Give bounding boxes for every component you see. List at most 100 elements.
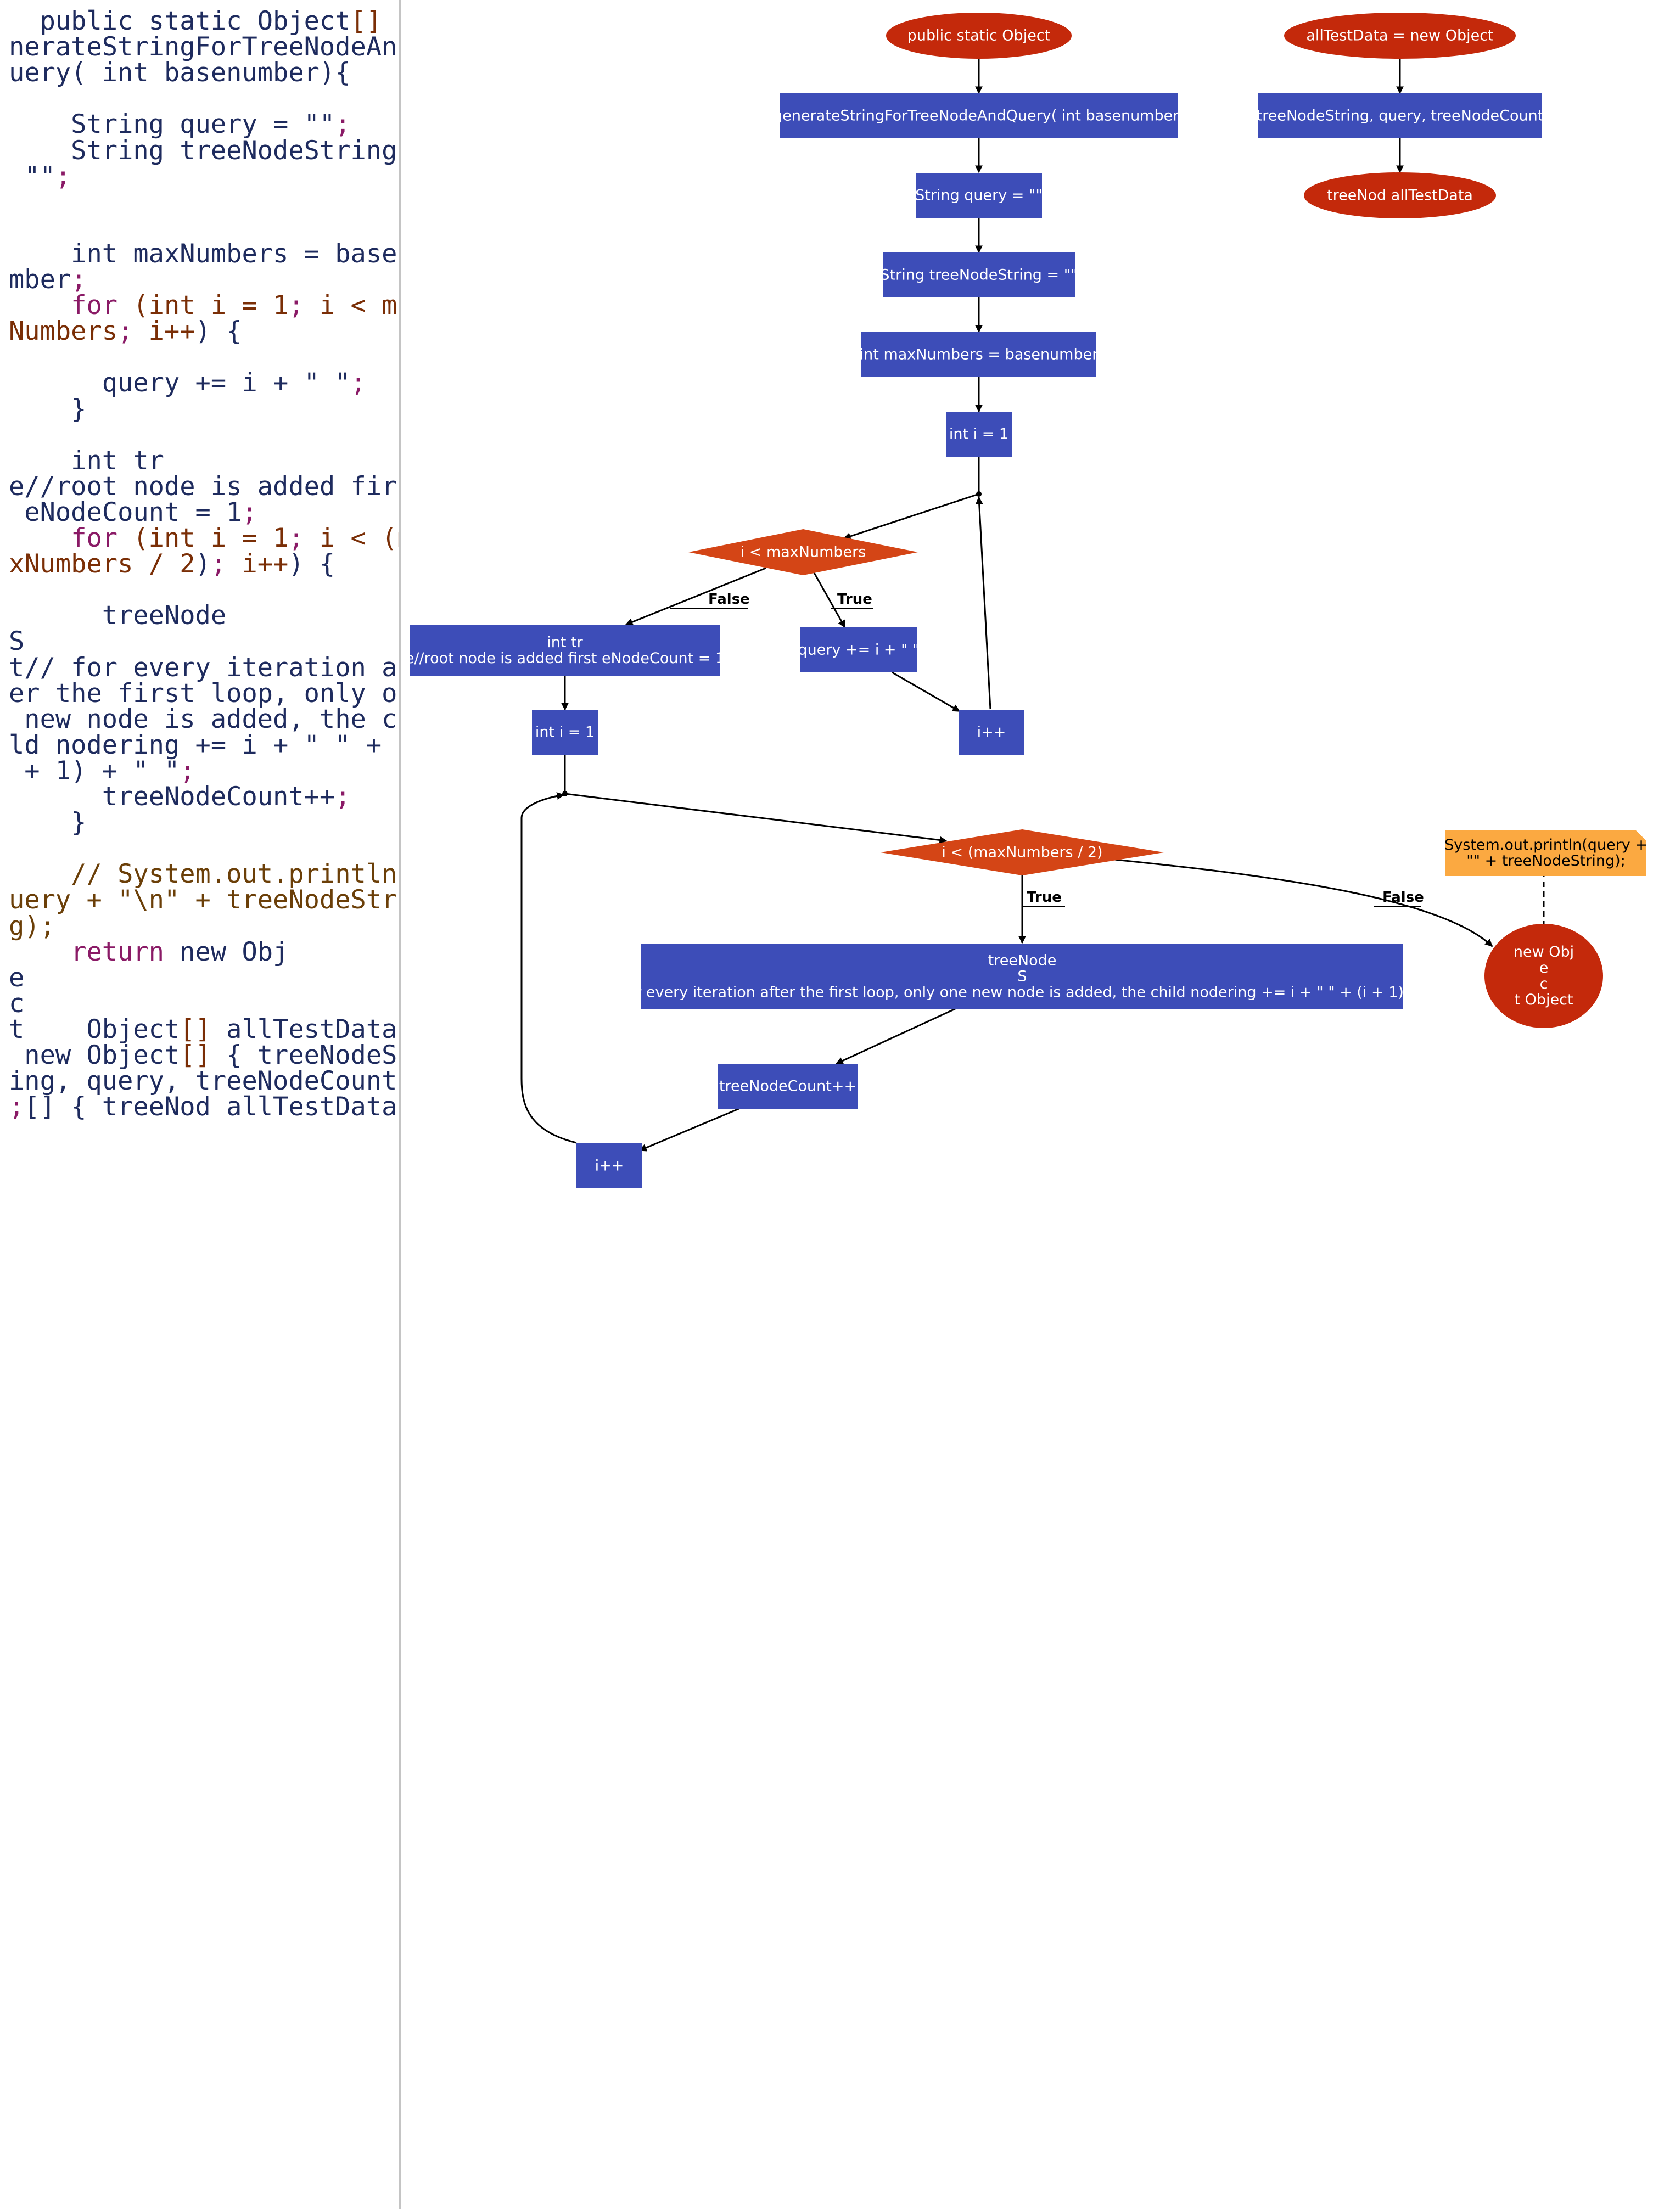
code-token: ) { (195, 316, 242, 347)
code-token: { treeNodeStr (226, 1040, 399, 1070)
code-token: allTestData = (226, 1014, 397, 1045)
flow-node-label: generateStringForTreeNodeAndQuery( int b… (773, 108, 1185, 125)
code-token: query += i + " " (9, 368, 351, 398)
code-token: for (71, 523, 118, 553)
flow-node-label: e//root node is added first eNodeCount =… (405, 650, 725, 667)
code-line: ld nodering += i + " " + (i (9, 732, 399, 758)
flow-node-label: treeNode (988, 952, 1057, 969)
code-token: i < max (319, 290, 399, 321)
flow-node-label: i++ (595, 1158, 624, 1175)
edge-loop1cond-false (625, 567, 766, 626)
code-token: "" (9, 161, 55, 192)
flow-node-shape (883, 252, 1075, 297)
code-line: ing, query, treeNodeCount} (9, 1068, 399, 1094)
code-line: } (9, 396, 86, 422)
edge-label-loop2-true: True (1027, 889, 1062, 906)
code-token: String query = "" (9, 109, 335, 140)
loop1-junction (976, 491, 982, 497)
code-token: new Object (9, 1040, 180, 1070)
flow-node-shape (1258, 93, 1542, 138)
flow-node-loop2-body: treeNodeSt// for every iteration after t… (601, 944, 1444, 1009)
code-line: // System.out.println(q (9, 859, 401, 890)
flow-node-label: t Object (1514, 991, 1573, 1008)
code-token: i < (ma (319, 523, 399, 553)
code-token: ; (335, 782, 351, 812)
code-token: c (9, 988, 25, 1019)
flow-node-shape (532, 710, 598, 755)
code-line: treeNodeCount++; (9, 784, 351, 810)
flow-node-shape (576, 1143, 642, 1188)
code-token: t// for every iteration aft (9, 652, 401, 683)
code-token: + 1) + " " (9, 755, 180, 786)
flow-node-label: int i = 1 (949, 426, 1008, 443)
code-line: ""; (9, 164, 71, 189)
code-line: int maxNumbers = basenu (9, 241, 399, 267)
edge-loop2count-incr (638, 1108, 739, 1152)
code-token: ge (382, 6, 399, 36)
code-line: mber; (9, 267, 86, 293)
code-token: [] (350, 6, 382, 36)
code-line: xNumbers / 2); i++) { (9, 551, 335, 577)
flow-node-label: query += i + " " (798, 642, 919, 659)
code-token: ; (180, 755, 195, 786)
code-token: ; (335, 109, 351, 140)
code-line: for (int i = 1; i < (ma (9, 523, 399, 553)
edge-loop2body-count (835, 1008, 956, 1065)
code-line: e//root node is added first (9, 474, 399, 499)
code-token: ; (288, 523, 304, 553)
code-token: ; (350, 368, 366, 398)
code-token: uery( int basenumber){ (9, 58, 351, 88)
code-token: [] (180, 1014, 211, 1045)
code-token: er the first loop, only one (9, 678, 401, 709)
flow-node-label: S (1017, 968, 1027, 985)
code-editor-pane[interactable]: public static Object[] generateStringFor… (0, 0, 401, 2209)
code-token: // System.out.println(q (9, 859, 401, 890)
code-line: g); (9, 913, 55, 939)
code-line: public static Object[] ge (9, 6, 399, 36)
flow-node-shape (861, 332, 1096, 377)
edge-loop1body-incr (892, 671, 961, 712)
code-token: e (9, 962, 25, 993)
flow-node-shape (718, 1064, 858, 1109)
flowchart-canvas: False True True False public static Obje… (404, 0, 1653, 2209)
code-token: ; (210, 549, 227, 580)
code-token: Numbers (9, 316, 118, 347)
flow-node-label: e (1539, 959, 1549, 976)
flow-node-alltest-end: treeNod allTestData (1304, 172, 1496, 218)
flow-node-alltest-fields: treeNodeString, query, treeNodeCount (1257, 93, 1543, 138)
code-token: int tr (9, 445, 164, 476)
code-token: treeNodeCount++ (9, 782, 335, 812)
flow-node-shape (881, 829, 1164, 875)
flow-node-label: treeNod allTestData (1327, 187, 1473, 204)
flow-node-label: int maxNumbers = basenumber (860, 346, 1099, 363)
code-token: ) (195, 549, 211, 580)
code-line: nerateStringForTreeNodeAndQ (9, 32, 401, 63)
flow-node-label: t// for every iteration after the first … (601, 984, 1444, 1001)
code-line: t// for every iteration aft (9, 652, 401, 683)
edge-junction-loop1cond (843, 493, 979, 540)
code-line: + 1) + " "; (9, 758, 195, 784)
flow-node-label: i < maxNumbers (741, 544, 866, 561)
code-token: for (71, 290, 118, 321)
flow-node-maxnumbers-init: int maxNumbers = basenumber (860, 332, 1099, 377)
flow-node-shape (916, 173, 1042, 218)
flow-node-return-node: new Object Object (1484, 924, 1603, 1028)
code-line: uery + "\n" + treeNodeStrin (9, 885, 401, 916)
flow-node-label: String query = "" (915, 187, 1043, 204)
code-token: nerateStringForTreeNodeAndQ (9, 32, 401, 63)
flow-node-start: public static Object (886, 13, 1072, 59)
code-line: er the first loop, only one (9, 678, 401, 709)
code-line: String treeNodeString = (9, 138, 399, 164)
code-token: t Object (9, 1014, 180, 1045)
edge-label-loop1-false: False (708, 591, 750, 608)
code-token: uery + "\n" + treeNodeStrin (9, 885, 401, 916)
flow-node-loop1-body: query += i + " " (798, 627, 920, 672)
code-line: c (9, 991, 24, 1017)
code-line: String query = ""; (9, 109, 351, 140)
flow-node-query-init: String query = "" (915, 173, 1043, 218)
code-token: i++ (133, 316, 195, 347)
flow-node-comment-note: System.out.println(query +"" + treeNodeS… (1444, 830, 1648, 876)
code-token: (int i = 1 (117, 290, 289, 321)
flow-node-shape (1445, 830, 1646, 876)
flow-node-treecount-init: int tre//root node is added first eNodeC… (405, 625, 725, 676)
